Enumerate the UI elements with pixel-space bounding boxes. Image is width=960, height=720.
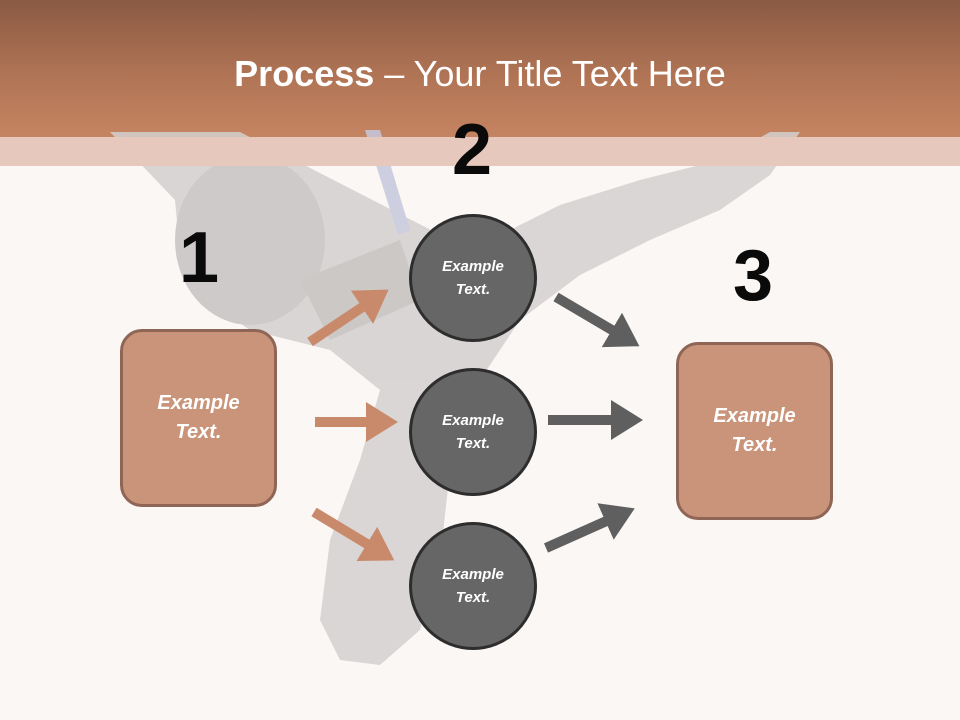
title-bar — [0, 0, 960, 137]
arrow-right-icon — [553, 292, 640, 348]
step-3-text: Example Text. — [713, 405, 796, 456]
slide-title: Process – Your Title Text Here — [0, 52, 960, 96]
circle-middle-text: Example Text. — [442, 412, 504, 452]
step-2-circle-middle[interactable]: Example Text. — [409, 368, 537, 496]
circle-top-text: Example Text. — [442, 258, 504, 298]
circle-bottom-text: Example Text. — [442, 566, 504, 606]
step-3-box[interactable]: Example Text. — [676, 342, 833, 520]
arrow-right-icon — [543, 503, 635, 553]
step-1-text: Example Text. — [157, 392, 240, 443]
step-2-circle-top[interactable]: Example Text. — [409, 214, 537, 342]
arrow-right-icon — [311, 507, 395, 562]
step-number-3: 3 — [732, 236, 774, 316]
head-shape — [175, 155, 325, 325]
step-number-1: 1 — [178, 218, 220, 298]
step-1-box[interactable]: Example Text. — [120, 329, 277, 507]
title-rest: – Your Title Text Here — [374, 53, 726, 94]
title-bold: Process — [234, 53, 375, 94]
step-number-2: 2 — [451, 110, 493, 190]
step-2-circle-bottom[interactable]: Example Text. — [409, 522, 537, 650]
arrow-right-icon — [307, 289, 389, 347]
header-band — [0, 137, 960, 166]
